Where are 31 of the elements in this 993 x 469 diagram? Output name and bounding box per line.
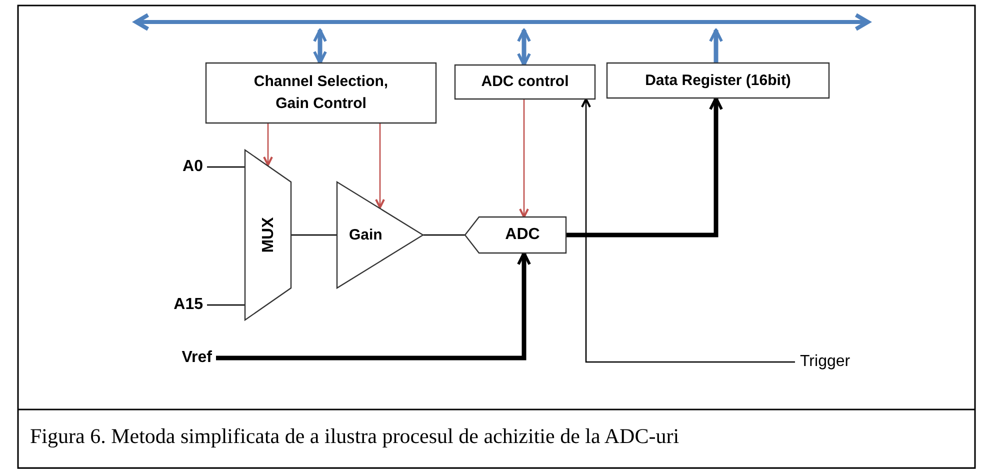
arrow: [519, 99, 529, 218]
arrow: [517, 28, 531, 66]
arrow: [375, 123, 385, 208]
input-label: Vref: [182, 349, 212, 367]
block-label: ADC: [504, 226, 541, 244]
block-label: Data Register (16bit): [644, 70, 792, 90]
input-label: Trigger: [800, 353, 850, 371]
data-bus: [134, 14, 870, 30]
arrow: [581, 98, 795, 363]
input-label: A0: [182, 158, 203, 176]
register-block: [607, 63, 829, 98]
control-block: [455, 65, 595, 99]
block-label: ADC control: [480, 72, 570, 92]
control-block: [206, 63, 436, 123]
input-label: A15: [174, 296, 203, 314]
arrow: [709, 28, 723, 63]
arrow: [313, 28, 327, 64]
amplifier-triangle: [337, 182, 423, 288]
multiplexer-trapezoid: [245, 150, 292, 320]
arrow: [566, 96, 723, 238]
connector-line: [291, 234, 337, 236]
connector-line: [423, 234, 465, 236]
connector-line: [207, 166, 245, 168]
block-label: Gain: [349, 226, 382, 244]
figure-caption: Figura 6. Metoda simplificata de a ilustra procesul de achizitie de la ADC-uri: [30, 424, 680, 449]
block-label: MUX: [260, 217, 278, 253]
block-label: Channel Selection, Gain Control: [252, 72, 390, 114]
arrow: [263, 123, 273, 166]
arrow: [216, 252, 531, 360]
converter-block: [465, 217, 566, 253]
connector-line: [207, 304, 245, 306]
